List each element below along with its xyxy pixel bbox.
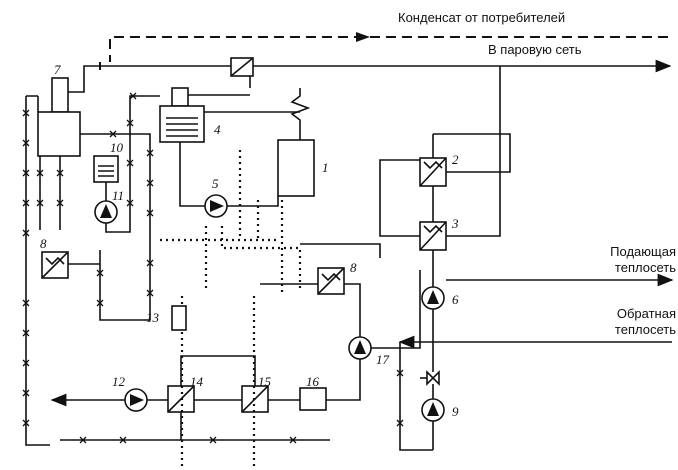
- dotted-lines: [160, 150, 302, 470]
- condensate-label: Конденсат от потребителей: [398, 10, 565, 25]
- supply-label-line2: теплосеть: [615, 260, 676, 275]
- return-label-line1: Обратная: [617, 306, 676, 321]
- filter-16: [299, 387, 327, 411]
- pump-5: [179, 142, 279, 218]
- pump-6: [421, 286, 445, 310]
- num-14: 14: [190, 374, 204, 389]
- heater-3: [419, 221, 447, 251]
- return-label-line2: теплосеть: [615, 322, 676, 337]
- drum-4: [159, 87, 250, 143]
- num-6: 6: [452, 292, 459, 307]
- heat-exchanger-8-right: [260, 243, 381, 338]
- num-13: 13: [146, 310, 160, 325]
- heater-2: [419, 157, 447, 187]
- num-17: 17: [376, 352, 390, 367]
- num-8-right: 8: [350, 260, 357, 275]
- steam-network-label: В паровую сеть: [488, 42, 582, 57]
- valve: [420, 370, 440, 386]
- num-15: 15: [258, 374, 272, 389]
- pump-9: [421, 398, 445, 422]
- num-8-left: 8: [40, 236, 47, 251]
- num-5: 5: [212, 176, 219, 191]
- num-11: 11: [112, 188, 124, 203]
- pipe-cross-marks: [22, 92, 404, 444]
- tank-10: [93, 155, 119, 183]
- num-16: 16: [306, 374, 320, 389]
- reduction-valve: [230, 57, 254, 77]
- element-13: [171, 305, 187, 331]
- num-4: 4: [214, 122, 221, 137]
- steam-network-line: [83, 59, 672, 88]
- pump-17: [348, 270, 421, 360]
- deaerator-7: [37, 77, 85, 157]
- num-9: 9: [452, 404, 459, 419]
- num-12: 12: [112, 374, 126, 389]
- num-2: 2: [452, 152, 459, 167]
- num-10: 10: [110, 140, 124, 155]
- pump-11: [94, 95, 160, 233]
- right-pipes: [379, 66, 674, 451]
- pump-12: [124, 388, 148, 412]
- boiler-1: [204, 88, 315, 197]
- num-7: 7: [54, 62, 61, 77]
- supply-label-line1: Подающая: [610, 244, 676, 259]
- heat-exchanger-8-left: [41, 251, 100, 279]
- num-3: 3: [451, 216, 459, 231]
- condensate-line: [99, 32, 668, 70]
- num-1: 1: [322, 160, 329, 175]
- left-pipes: [25, 95, 151, 446]
